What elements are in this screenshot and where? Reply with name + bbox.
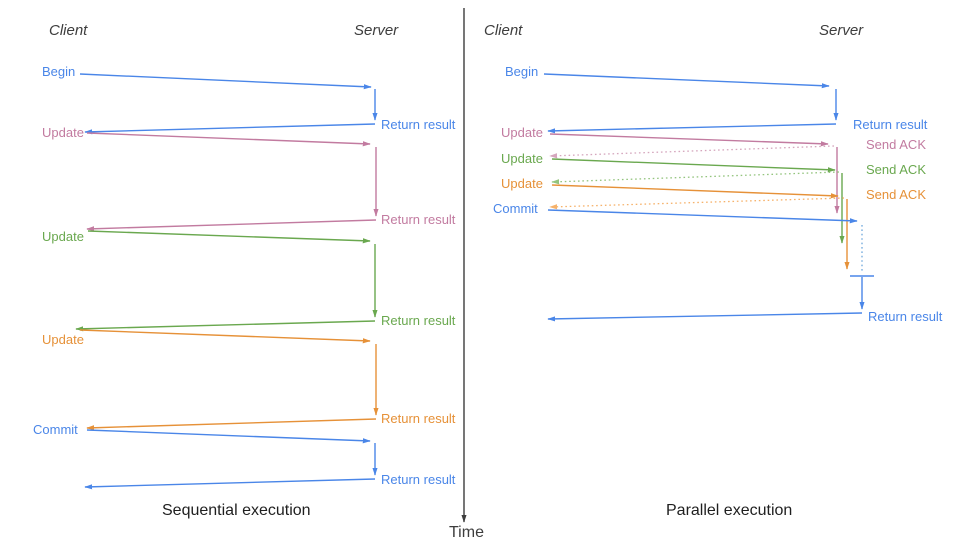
seq-server-header: Server — [354, 22, 399, 39]
seq-update2-response-line — [75, 320, 376, 332]
par-commit-response-line — [547, 312, 863, 322]
seq-begin-request-line — [79, 73, 372, 90]
seq-update3-response-line — [86, 418, 377, 431]
seq-begin-label: Begin — [42, 64, 76, 79]
par-update2-ack-line — [551, 171, 840, 185]
par-update2-label: Update — [501, 151, 543, 166]
seq-update2-label: Update — [42, 229, 84, 244]
par-return2-label: Return result — [868, 309, 943, 324]
par-return1-label: Return result — [853, 117, 928, 132]
seq-return2-label: Return result — [381, 212, 456, 227]
sequential-caption: Sequential execution — [162, 502, 311, 519]
par-commit-label: Commit — [493, 201, 538, 216]
par-update2-request-line — [551, 158, 836, 173]
seq-update2-request-line — [87, 230, 371, 244]
seq-return3-label: Return result — [381, 313, 456, 328]
par-ack2-label: Send ACK — [866, 162, 926, 177]
par-server-header: Server — [819, 22, 864, 39]
par-update3-ack-line — [549, 197, 845, 210]
time-axis-label: Time — [449, 524, 484, 540]
par-client-header: Client — [484, 22, 523, 39]
par-ack1-label: Send ACK — [866, 137, 926, 152]
par-update1-request-line — [549, 133, 829, 147]
par-update3-label: Update — [501, 176, 543, 191]
par-ack3-label: Send ACK — [866, 187, 926, 202]
par-begin-request-line — [543, 73, 830, 89]
par-update1-ack-line — [549, 145, 835, 159]
seq-commit-label: Commit — [33, 422, 78, 437]
seq-return4-label: Return result — [381, 411, 456, 426]
seq-commit-response-line — [84, 478, 376, 490]
seq-return1-label: Return result — [381, 117, 456, 132]
par-begin-response-line — [547, 123, 837, 134]
seq-begin-response-line — [84, 123, 376, 135]
seq-client-header: Client — [49, 22, 88, 39]
seq-commit-request-line — [86, 429, 371, 444]
seq-update3-label: Update — [42, 332, 84, 347]
par-update1-label: Update — [501, 125, 543, 140]
seq-return5-label: Return result — [381, 472, 456, 487]
parallel-caption: Parallel execution — [666, 502, 793, 519]
seq-update3-request-line — [79, 329, 371, 344]
par-begin-label: Begin — [505, 64, 539, 79]
parallel-diagram-lines — [543, 73, 874, 322]
seq-update1-label: Update — [42, 125, 84, 140]
seq-update1-response-line — [86, 219, 377, 232]
par-commit-request-line — [547, 209, 858, 224]
par-update3-request-line — [551, 184, 839, 199]
sequential-diagram-lines — [75, 73, 379, 490]
seq-update1-request-line — [86, 132, 371, 147]
